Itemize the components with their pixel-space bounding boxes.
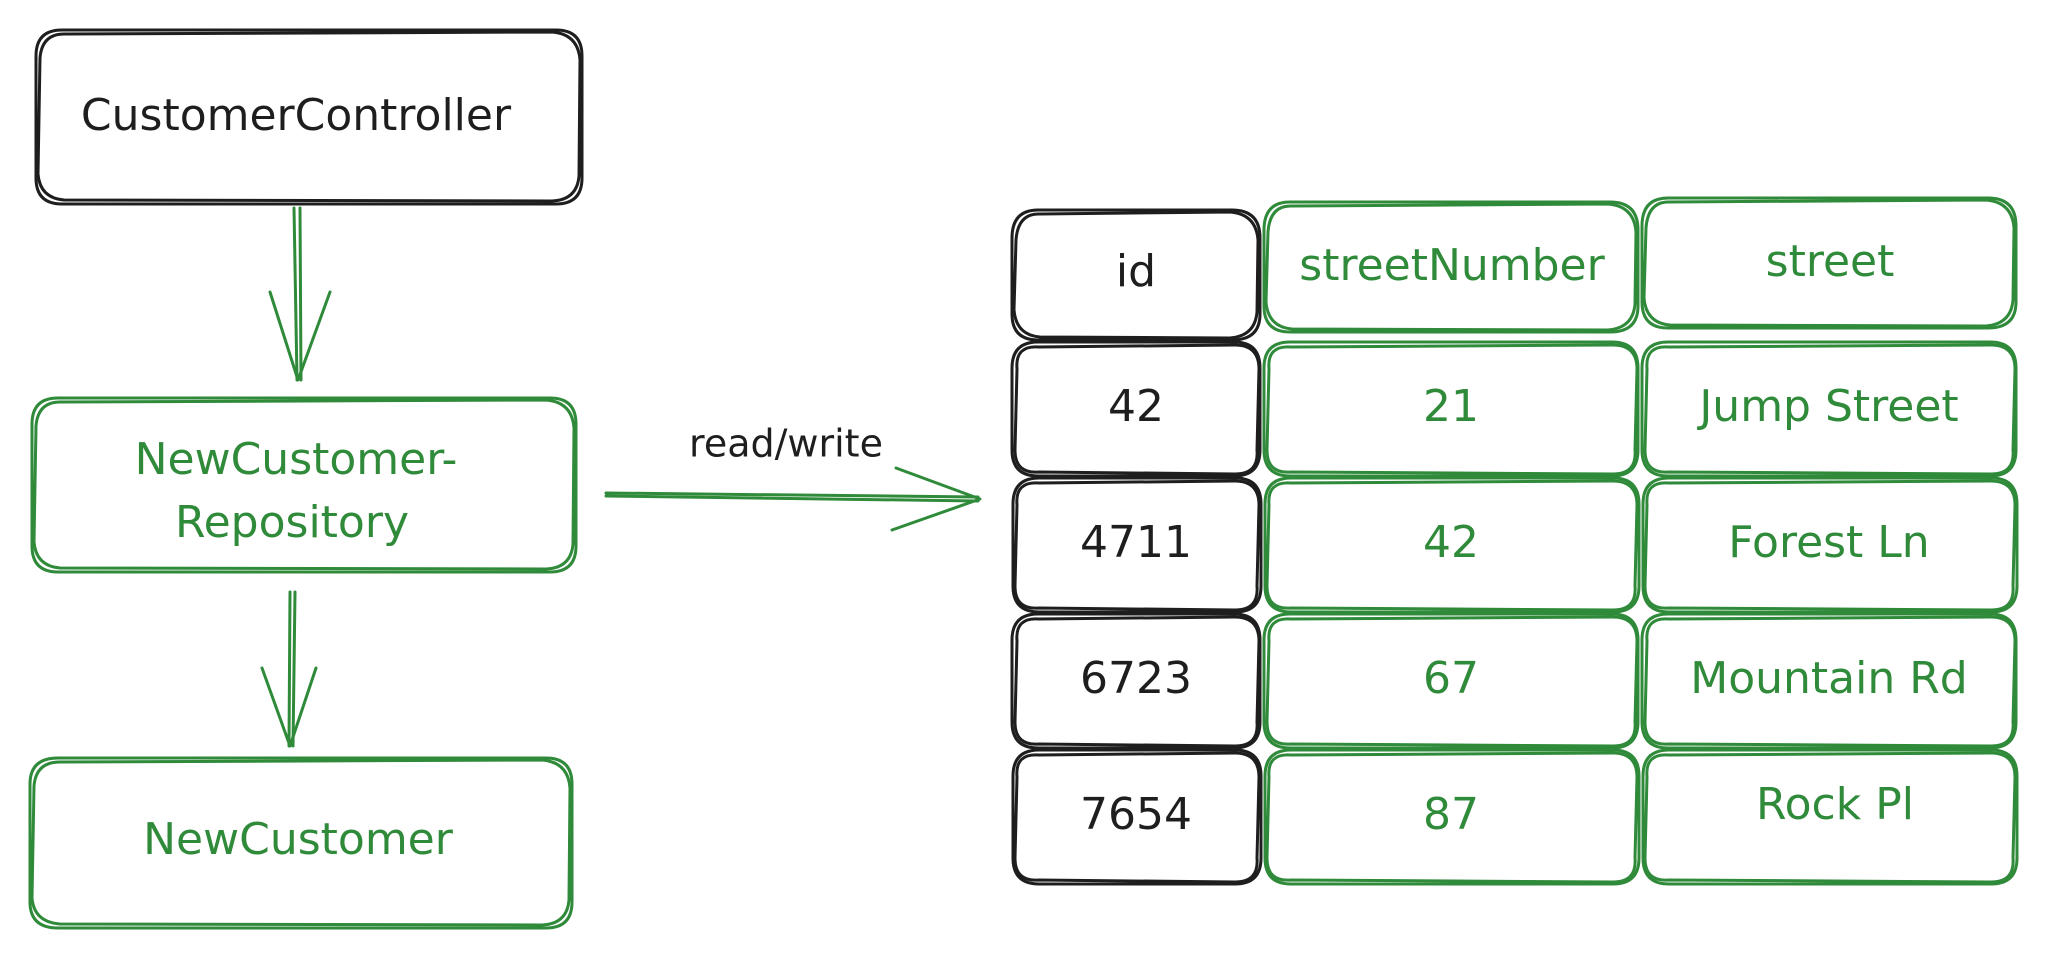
table-row: 42 21 Jump Street [1010, 340, 2018, 478]
table-cell-value: Jump Street [1696, 381, 1958, 432]
table-header-streetnumber: streetNumber [1299, 240, 1605, 291]
cell-border-sketch [1643, 343, 2017, 476]
table-header-row: id streetNumber street [1010, 196, 2018, 342]
cell-border-sketch [1013, 343, 1261, 476]
cell-border [1011, 476, 1263, 614]
table-cell-value: 87 [1423, 789, 1479, 840]
table-cell-id: 6723 [1010, 612, 1262, 750]
table-cell-value: Mountain Rd [1690, 653, 1967, 704]
table-row: 4711 42 Forest Ln [1011, 476, 2019, 614]
table-header-id: id [1116, 246, 1156, 297]
read-write-label: read/write [689, 422, 883, 466]
controller-node: CustomerController [34, 28, 584, 206]
table-cell-streetnumber: 21 [1262, 340, 1640, 478]
table-cell-street: Rock Pl [1641, 748, 2019, 886]
arrow-controller-to-repository [268, 206, 332, 382]
controller-label: CustomerController [81, 90, 512, 141]
table-cell-id: 42 [1010, 340, 1262, 478]
table-cell-value: 67 [1423, 653, 1479, 704]
table-cell-streetnumber: 42 [1263, 476, 1641, 614]
arrow-repository-to-entity [260, 590, 318, 748]
cell-border [1263, 476, 1641, 614]
table-cell-street: Mountain Rd [1640, 612, 2018, 750]
table-cell-value: 4711 [1080, 517, 1192, 568]
table-cell-streetnumber: 87 [1263, 748, 1641, 886]
cell-border-sketch [1013, 479, 1261, 612]
cell-border [1641, 748, 2019, 886]
cell-border [1641, 476, 2019, 614]
table-cell-id: 4711 [1011, 476, 1263, 614]
table-cell-street: Forest Ln [1641, 476, 2019, 614]
table-row: 7654 87 Rock Pl [1011, 748, 2019, 886]
table-cell-streetnumber: 67 [1262, 612, 1640, 750]
table-cell-value: Rock Pl [1756, 779, 1914, 830]
repository-label-line2: Repository [175, 497, 409, 548]
table-header-street: street [1766, 236, 1895, 287]
cell-border-sketch [1265, 615, 1639, 748]
table-row: 6723 67 Mountain Rd [1010, 612, 2018, 750]
cell-border-sketch [1643, 751, 2017, 884]
table-header-cell-streetnumber: streetNumber [1262, 200, 1640, 334]
table-cell-value: 6723 [1080, 653, 1192, 704]
table-cell-value: 42 [1108, 381, 1164, 432]
table-cell-value: 42 [1423, 517, 1479, 568]
table-cell-id: 7654 [1011, 748, 1263, 886]
table-header-cell-id: id [1010, 208, 1262, 342]
repository-label-line1: NewCustomer- [135, 434, 458, 485]
cell-border-sketch [1265, 479, 1639, 612]
table-header-cell-street: street [1640, 196, 2018, 330]
cell-border-sketch [1643, 479, 2017, 612]
cell-border-sketch [1013, 751, 1261, 884]
cell-border-sketch [1265, 751, 1639, 884]
entity-label: NewCustomer [143, 814, 454, 865]
repository-node: NewCustomer- Repository [30, 396, 578, 574]
cell-border [1011, 748, 1263, 886]
cell-border-sketch [1013, 615, 1261, 748]
cell-border-sketch [1265, 343, 1639, 476]
cell-border-sketch [1643, 615, 2017, 748]
arrow-repository-to-table: read/write [604, 422, 982, 532]
table-cell-value: 21 [1423, 381, 1479, 432]
table-cell-value: Forest Ln [1728, 517, 1929, 568]
table-cell-value: 7654 [1080, 789, 1192, 840]
entity-node: NewCustomer [28, 756, 574, 930]
table-cell-street: Jump Street [1640, 340, 2018, 478]
cell-border [1263, 748, 1641, 886]
